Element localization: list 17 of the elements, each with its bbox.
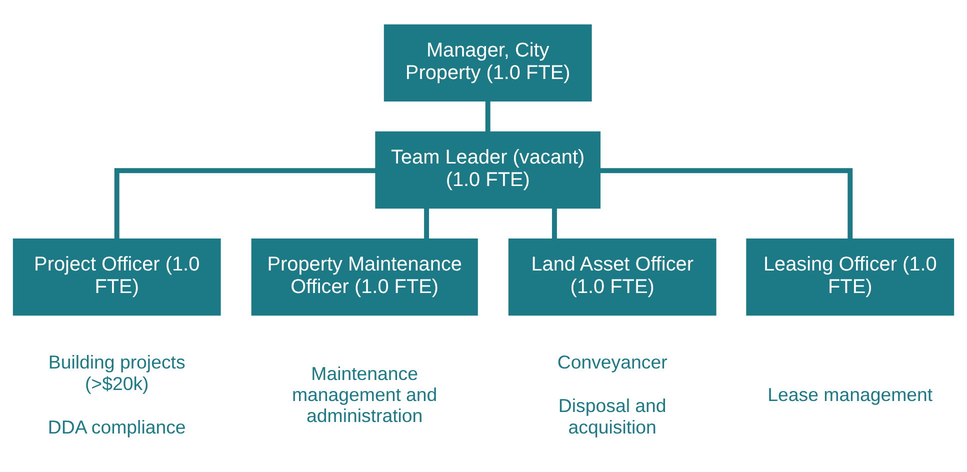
connector — [552, 208, 557, 239]
node-label: Building projects (>$20k) — [48, 352, 186, 394]
connector — [485, 101, 490, 132]
connector — [600, 168, 853, 239]
connector — [114, 168, 376, 239]
node-label: DDA compliance — [48, 416, 186, 438]
connector — [424, 208, 430, 239]
node-box: Manager, City Property (1.0 FTE) — [384, 24, 592, 102]
node-box: Project Officer (1.0 FTE) — [12, 238, 221, 316]
node-box: Land Asset Officer (1.0 FTE) — [508, 238, 716, 316]
node-box: Leasing Officer (1.0 FTE) — [746, 238, 954, 316]
node-box: Team Leader (vacant) (1.0 FTE) — [375, 131, 601, 209]
node-box: Property Maintenance Officer (1.0 FTE) — [251, 238, 478, 316]
node-label: Maintenance management and administration — [292, 362, 438, 426]
node-label: Lease management — [768, 384, 933, 405]
node-label: Disposal and acquisition — [558, 395, 666, 438]
node-label: Conveyancer — [557, 352, 668, 373]
